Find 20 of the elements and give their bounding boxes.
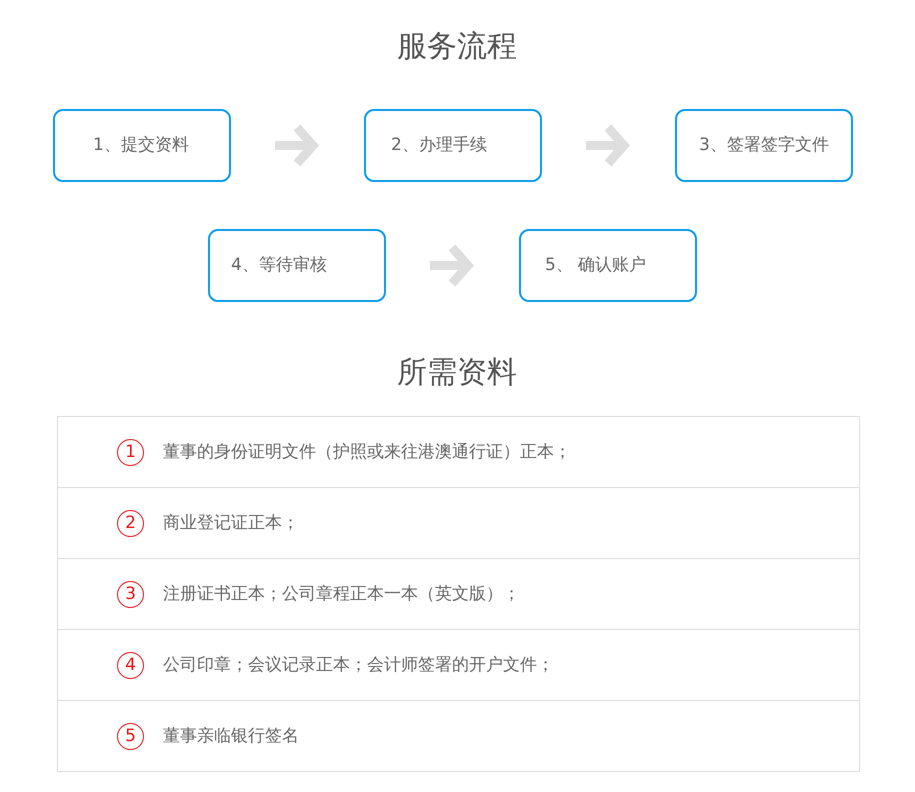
process-box: 3、签署签字文件 [675,109,853,182]
circled-number: 3 [117,581,144,608]
requirement-text: 商业登记证正本； [163,512,299,534]
circled-number: 5 [117,723,144,750]
circled-number: 1 [117,439,144,466]
process-box: 2、办理手续 [364,109,542,182]
circled-number: 2 [117,510,144,537]
arrow [275,123,318,168]
process-box: 5、 确认账户 [519,229,697,302]
process-box: 1、提交资料 [53,109,231,182]
heading: 所需资料 [397,355,517,391]
circled-number: 4 [117,652,144,679]
arrow [586,123,628,168]
requirement-text: 董事的身份证明文件（护照或来往港澳通行证）正本； [163,441,571,463]
requirement-text: 公司印章；会议记录正本；会计师签署的开户文件； [163,654,554,676]
process-box: 4、等待审核 [208,229,386,302]
requirement-text: 董事亲临银行签名 [163,725,299,747]
arrow [430,243,472,288]
requirement-text: 注册证书正本；公司章程正本一本（英文版）； [163,583,520,605]
heading: 服务流程 [397,29,517,65]
